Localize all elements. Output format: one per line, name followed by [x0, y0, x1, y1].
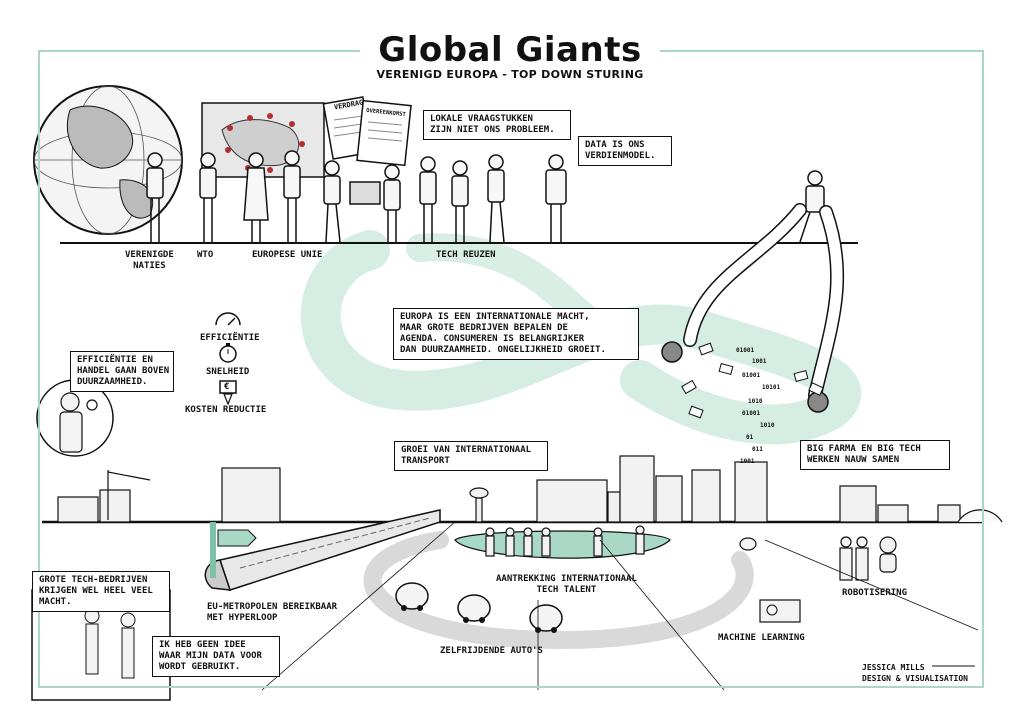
self-driving-car-1 [395, 582, 429, 611]
bubble-transport: GROEI VAN INTERNATIONAAL TRANSPORT [394, 441, 548, 471]
binary-digits: 1010 [748, 398, 763, 405]
speedometer-icon [215, 312, 241, 326]
credit-name: JESSICA MILLS [862, 663, 925, 672]
metric-efficiency: EFFICIËNTIE [200, 333, 260, 343]
figure-tech-4 [487, 154, 505, 243]
self-driving-car-2 [457, 594, 491, 623]
stopwatch-icon [219, 343, 237, 363]
binary-digits: 1001 [740, 458, 755, 465]
drone-icon [739, 537, 757, 551]
euro-symbol: € [224, 382, 230, 392]
header: Global Giants VERENIGD EUROPA - TOP DOWN… [360, 30, 660, 81]
page-title: Global Giants [378, 30, 642, 70]
bubble-pharma-tech: BIG FARMA EN BIG TECH WERKEN NAUW SAMEN [800, 440, 950, 470]
page-subtitle: VERENIGD EUROPA - TOP DOWN STURING [376, 68, 644, 81]
euro-box-icon [219, 380, 237, 406]
label-un: VERENIGDE NATIES [125, 250, 174, 271]
bubble-efficiency: EFFICIËNTIE EN HANDEL GAAN BOVEN DUURZAA… [70, 351, 174, 392]
figure-tech-5 [545, 154, 567, 242]
label-robotics: ROBOTISERING [842, 588, 908, 598]
figure-tech-2 [419, 156, 437, 242]
figure-un [146, 152, 164, 242]
figures-row [146, 150, 567, 243]
metric-speed: SNELHEID [206, 367, 250, 377]
document-agreement [356, 99, 412, 167]
puppeteer-figure [661, 170, 845, 413]
binary-digits: 01001 [742, 410, 761, 417]
figure-eu-3 [323, 160, 341, 243]
binary-digits: 01001 [742, 372, 761, 379]
bubble-no-data-idea: IK HEB GEEN IDEE WAAR MIJN DATA VOOR WOR… [152, 636, 280, 677]
label-machine-learning: MACHINE LEARNING [718, 633, 805, 643]
hyperloop-train [204, 509, 441, 591]
skyline [57, 455, 1003, 523]
binary-digits: 1010 [760, 422, 775, 429]
figure-tech-3 [451, 160, 469, 242]
money-bills [681, 342, 824, 419]
label-tech-talent: AANTREKKING INTERNATIONAAL TECH TALENT [496, 574, 637, 595]
bubble-tech-power: GROTE TECH-BEDRIJVEN KRIJGEN WEL HEEL VE… [32, 571, 170, 612]
road-loop [363, 531, 754, 650]
bubble-local-issues: LOKALE VRAAGSTUKKEN ZIJN NIET ONS PROBLE… [423, 110, 571, 140]
label-tech-giants: TECH REUZEN [436, 250, 496, 260]
figure-eu-2 [283, 150, 301, 242]
eu-map-board [201, 102, 325, 178]
binary-digits: 011 [752, 446, 763, 453]
label-self-driving: ZELFRIJDENDE AUTO'S [440, 646, 543, 656]
robot-icon [879, 536, 897, 573]
credit: JESSICA MILLS DESIGN & VISUALISATION [862, 662, 968, 684]
figure-wto [199, 152, 217, 242]
label-wto: WTO [197, 250, 214, 260]
package-box [349, 181, 381, 205]
label-hyperloop: EU-METROPOLEN BEREIKBAAR MET HYPERLOOP [207, 602, 338, 623]
binary-digits: 01 [746, 434, 754, 441]
binary-digits: 01001 [736, 347, 755, 354]
bubble-europe-power: EUROPA IS EEN INTERNATIONALE MACHT, MAAR… [393, 308, 639, 360]
label-eu: EUROPESE UNIE [252, 250, 323, 260]
ml-chip-icon [759, 599, 801, 623]
globe-icon [33, 85, 183, 235]
bubble-data-model: DATA IS ONS VERDIENMODEL. [578, 136, 672, 166]
binary-digits: 10101 [762, 384, 781, 391]
talent-figures [485, 525, 645, 557]
figure-eu-1 [243, 152, 269, 242]
doctor-figures [839, 536, 869, 581]
metric-cost-reduction: KOSTEN REDUCTIE [185, 405, 267, 415]
binary-digits: 1001 [752, 358, 767, 365]
figure-tech-1 [383, 164, 401, 242]
infinity-swoosh [300, 230, 862, 445]
detective-portrait [36, 379, 114, 457]
credit-role: DESIGN & VISUALISATION [862, 674, 968, 683]
